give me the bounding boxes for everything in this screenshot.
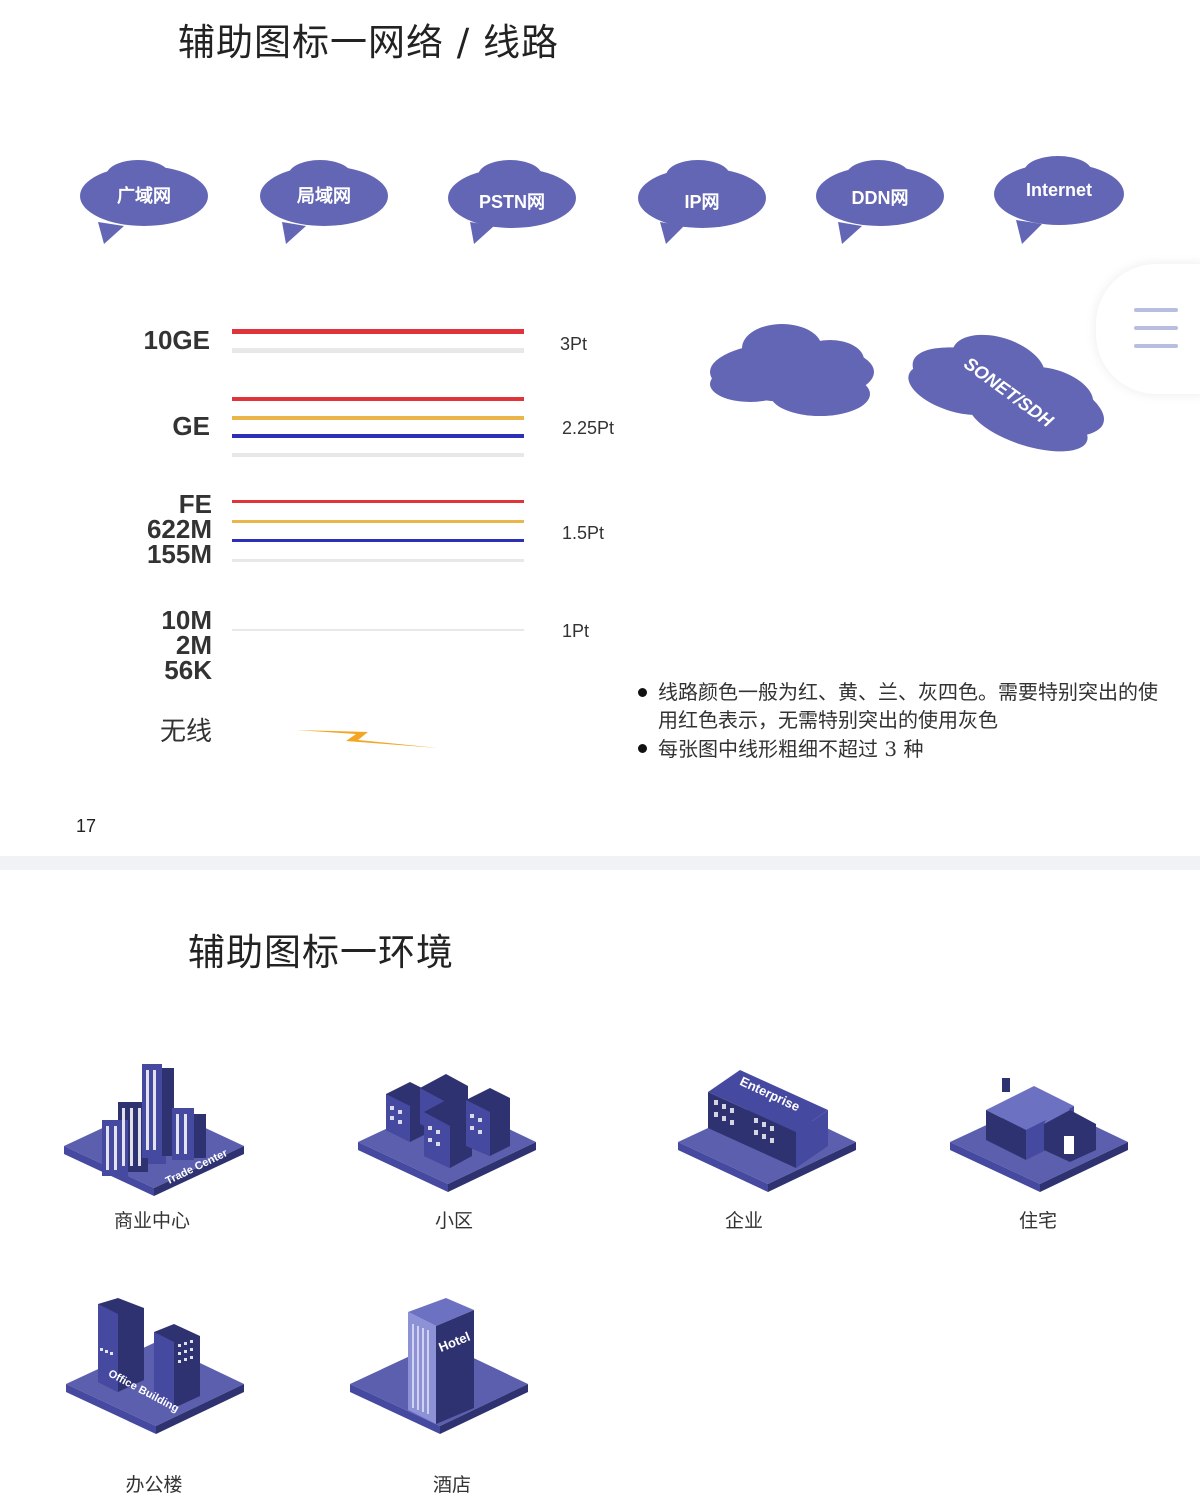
env-label: 商业中心 — [113, 1210, 190, 1232]
cloud-icon — [816, 160, 944, 244]
slide-divider — [0, 856, 1200, 870]
cloud-label-wan: 广域网 — [117, 186, 171, 206]
line-gray-225pt — [232, 453, 524, 457]
cloud-label-pstn: PSTN网 — [478, 192, 545, 212]
line-red-225pt — [232, 397, 524, 401]
line-red-15pt — [232, 500, 524, 503]
wireless-label: 无线 — [159, 717, 212, 747]
trade-center-icon: Trade Center — [64, 1064, 244, 1196]
slide-network-lines: 辅助图标一网络 / 线路 广域网 局域网 PSTN网 IP网 DDN网 Inte… — [76, 21, 1200, 836]
env-label: 住宅 — [1018, 1210, 1057, 1232]
office-building-icon: Office Building — [66, 1298, 244, 1434]
enterprise-icon: Enterprise — [678, 1070, 856, 1192]
spec-label-fe-group: FE 622M 155M — [146, 489, 212, 569]
slide-title: 辅助图标一网络 / 线路 — [178, 21, 559, 64]
sonet-sdh-cloud-icon: SONET/SDH — [908, 334, 1104, 452]
cloud-label-lan: 局域网 — [297, 186, 351, 206]
line-gray-1pt — [232, 629, 524, 631]
house-icon — [950, 1078, 1128, 1192]
line-blue-15pt — [232, 539, 524, 542]
slide-environment: 辅助图标一环境 Trade Center 商业中心 — [0, 870, 1200, 1500]
weight-label: 2.25Pt — [562, 418, 615, 438]
spec-label-10m-group: 10M 2M 56K — [161, 605, 212, 685]
cloud-icon — [638, 160, 766, 244]
spec-label-10ge: 10GE — [143, 325, 211, 355]
bullet — [638, 688, 647, 697]
weight-label: 3Pt — [560, 334, 588, 354]
cloud-icon — [710, 324, 874, 416]
weight-label: 1.5Pt — [562, 523, 605, 543]
line-gray-15pt — [232, 559, 524, 562]
bullet — [638, 744, 647, 753]
line-yellow-15pt — [232, 520, 524, 523]
weight-label: 1Pt — [562, 621, 590, 641]
cloud-icon — [80, 160, 208, 244]
spec-label-ge: GE — [172, 411, 210, 441]
cloud-label-ip: IP网 — [684, 192, 720, 212]
lightning-icon — [296, 730, 438, 748]
env-label: 办公楼 — [125, 1474, 183, 1496]
residential-area-icon — [358, 1074, 536, 1192]
slide-title: 辅助图标一环境 — [188, 931, 454, 974]
cloud-icon — [994, 156, 1124, 244]
cloud-label-ddn: DDN网 — [851, 188, 909, 208]
line-blue-225pt — [232, 434, 524, 438]
note-line-colors: 线路颜色一般为红、黄、兰、灰四色。需要特别突出的使用红色表示，无需特别突出的使用… — [658, 680, 1158, 732]
menu-button[interactable] — [1096, 264, 1200, 394]
cloud-icon — [448, 160, 576, 244]
note-line-weights: 每张图中线形粗细不超过 3 种 — [658, 737, 924, 761]
page-number: 17 — [76, 816, 97, 836]
menu-icon-bar — [1134, 344, 1178, 348]
env-label: 小区 — [434, 1210, 473, 1232]
line-red-3pt — [232, 329, 524, 334]
env-label: 酒店 — [432, 1474, 471, 1496]
cloud-label-internet: Internet — [1025, 180, 1092, 200]
env-label: 企业 — [724, 1210, 763, 1232]
menu-icon — [1134, 308, 1178, 312]
hotel-icon: Hotel — [350, 1298, 528, 1434]
menu-icon-bar — [1134, 326, 1178, 330]
cloud-icon — [260, 160, 388, 244]
line-yellow-225pt — [232, 416, 524, 420]
line-gray-3pt — [232, 348, 524, 353]
